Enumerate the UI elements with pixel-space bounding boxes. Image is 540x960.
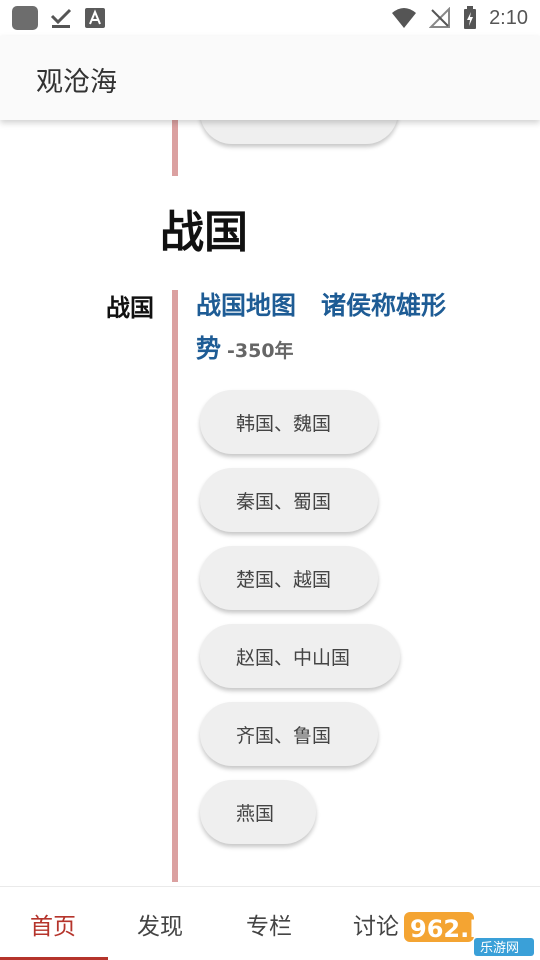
region-chip[interactable]: 赵国、中山国	[200, 624, 400, 688]
map-link[interactable]: 战国地图 诸侯称雄形势-350年	[196, 284, 506, 373]
nav-column[interactable]: 专栏	[246, 914, 292, 940]
map-title[interactable]: 战国地图 诸侯称雄形势	[196, 291, 447, 363]
battery-charging-icon	[464, 6, 477, 29]
app-bar: 观沧海	[0, 36, 540, 120]
wifi-icon	[392, 8, 417, 28]
nav-active-indicator	[0, 957, 108, 960]
app-title: 观沧海	[36, 67, 117, 98]
region-chip[interactable]: 韩国、魏国	[200, 390, 378, 454]
status-time: 2:10	[489, 6, 528, 29]
timeline-line	[172, 290, 178, 882]
nav-discover[interactable]: 发现	[137, 914, 183, 940]
app-notification-icon	[12, 6, 38, 30]
era-heading: 战国	[160, 207, 248, 258]
timeline-content[interactable]: 战国 战国 战国地图 诸侯称雄形势-350年 韩国、魏国 秦国、蜀国 楚国、越国…	[0, 120, 540, 886]
no-signal-icon	[429, 7, 451, 28]
text-notification-icon	[84, 7, 106, 29]
region-chip[interactable]: 秦国、蜀国	[200, 468, 378, 532]
region-chip[interactable]: 燕国	[200, 780, 316, 844]
watermark-logo: 962.NET 乐游网	[402, 908, 536, 958]
region-chip[interactable]: 楚国、越国	[200, 546, 378, 610]
timeline-line	[172, 120, 178, 176]
watermark-subtext: 乐游网	[480, 941, 519, 956]
status-bar: 2:10	[0, 0, 540, 36]
map-year: -350年	[227, 340, 294, 362]
nav-home[interactable]: 首页	[30, 914, 76, 940]
nav-discussion[interactable]: 讨论	[353, 914, 399, 940]
download-done-icon	[48, 6, 74, 30]
region-chip[interactable]: 齐国、鲁国	[200, 702, 378, 766]
region-chip[interactable]	[200, 120, 398, 144]
era-label: 战国	[106, 294, 154, 322]
